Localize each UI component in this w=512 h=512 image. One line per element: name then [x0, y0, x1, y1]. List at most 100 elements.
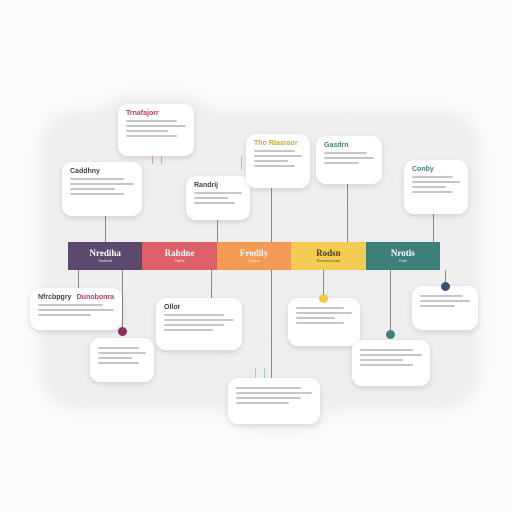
card-title: Randrij — [194, 182, 219, 189]
connector-line — [105, 192, 106, 242]
text-line — [236, 387, 301, 389]
text-line — [236, 397, 301, 399]
connector-line — [323, 270, 324, 298]
text-line — [164, 329, 213, 331]
card-title: Nfrcbpgry Dunobonra — [38, 294, 114, 301]
connector-line — [390, 270, 391, 332]
text-line — [70, 193, 125, 195]
milestone-card: Conby — [404, 160, 468, 214]
milestone-card: Caddhny — [62, 162, 142, 216]
text-line — [412, 186, 446, 188]
milestone-card: Randrij — [186, 176, 250, 220]
connector-line — [217, 216, 218, 242]
connector-line — [347, 182, 348, 242]
segment-label: Frodily — [239, 248, 269, 258]
segment-sublabel: Sedhed — [98, 258, 113, 263]
text-line — [126, 135, 177, 137]
milestone-card: Tho Rtaaraor — [246, 134, 310, 188]
text-line — [420, 305, 455, 307]
text-line — [324, 152, 367, 154]
text-line — [254, 165, 295, 167]
text-line — [360, 364, 413, 366]
text-line — [164, 314, 224, 316]
text-line — [324, 157, 374, 159]
text-line — [254, 150, 295, 152]
text-line — [236, 402, 290, 404]
text-line — [98, 362, 139, 364]
text-line — [194, 197, 228, 199]
timeline-segment: Rodsn Reshaodnion — [291, 242, 366, 270]
text-line — [164, 319, 234, 321]
segment-sublabel: Sodhe — [248, 258, 260, 263]
text-line — [360, 359, 404, 361]
milestone-dot — [386, 330, 395, 339]
text-line — [420, 295, 463, 297]
text-line — [360, 349, 413, 351]
milestone-card — [352, 340, 430, 386]
text-line — [254, 155, 302, 157]
text-line — [98, 357, 132, 359]
text-line — [296, 312, 352, 314]
connector-line — [122, 270, 123, 328]
timeline-segment: Frodily Sodhe — [216, 242, 292, 270]
text-line — [412, 181, 460, 183]
milestone-card: Nfrcbpgry Dunobonra — [30, 288, 122, 330]
text-line — [420, 300, 470, 302]
text-line — [360, 354, 422, 356]
milestone-dot — [319, 294, 328, 303]
text-line — [194, 202, 235, 204]
connector-line — [433, 196, 434, 242]
text-line — [236, 392, 312, 394]
text-line — [98, 347, 139, 349]
text-line — [98, 352, 146, 354]
milestone-card: Ollor — [156, 298, 242, 350]
card-title: Gasdrn — [324, 142, 349, 149]
card-title: Caddhny — [70, 168, 100, 175]
text-line — [126, 120, 177, 122]
timeline-bar: Nrediha Sedhed Rahdne Fathe Frodily Sodh… — [68, 242, 441, 270]
text-line — [412, 191, 453, 193]
milestone-dot — [118, 327, 127, 336]
card-title: Tho Rtaaraor — [254, 140, 298, 147]
connector-line — [211, 270, 212, 312]
connector-line — [271, 270, 272, 380]
text-line — [70, 188, 115, 190]
segment-label: Nrotis — [390, 248, 415, 258]
connector-line — [445, 270, 446, 286]
tick-marker — [255, 368, 265, 382]
timeline-segment: Nrediha Sedhed — [68, 242, 143, 270]
text-line — [126, 125, 186, 127]
text-line — [70, 178, 125, 180]
connector-line — [271, 188, 272, 242]
text-line — [70, 183, 134, 185]
card-title: Trnafajorr — [126, 110, 159, 117]
text-line — [412, 176, 453, 178]
timeline-segment: Nrotis Ftalr — [365, 242, 441, 270]
milestone-dot — [441, 282, 450, 291]
text-line — [324, 162, 359, 164]
text-line — [126, 130, 168, 132]
text-line — [38, 309, 114, 311]
text-line — [38, 304, 103, 306]
card-title-right: Dunobonra — [76, 294, 114, 301]
milestone-card — [90, 338, 154, 382]
segment-sublabel: Ftalr — [398, 258, 407, 263]
timeline-segment: Rahdne Fathe — [142, 242, 217, 270]
milestone-card — [288, 298, 360, 346]
segment-sublabel: Fathe — [174, 258, 185, 263]
text-line — [296, 317, 336, 319]
segment-label: Rodsn — [316, 248, 341, 258]
tick-marker — [152, 150, 162, 164]
milestone-card — [412, 286, 478, 330]
text-line — [254, 160, 288, 162]
milestone-card: Trnafajorr — [118, 104, 194, 156]
segment-label: Rahdne — [164, 248, 195, 258]
card-title-left: Nfrcbpgry — [38, 294, 72, 301]
card-title: Conby — [412, 166, 434, 173]
text-line — [164, 324, 224, 326]
milestone-card — [228, 378, 320, 424]
text-line — [296, 322, 344, 324]
text-line — [38, 314, 92, 316]
text-line — [194, 192, 242, 194]
